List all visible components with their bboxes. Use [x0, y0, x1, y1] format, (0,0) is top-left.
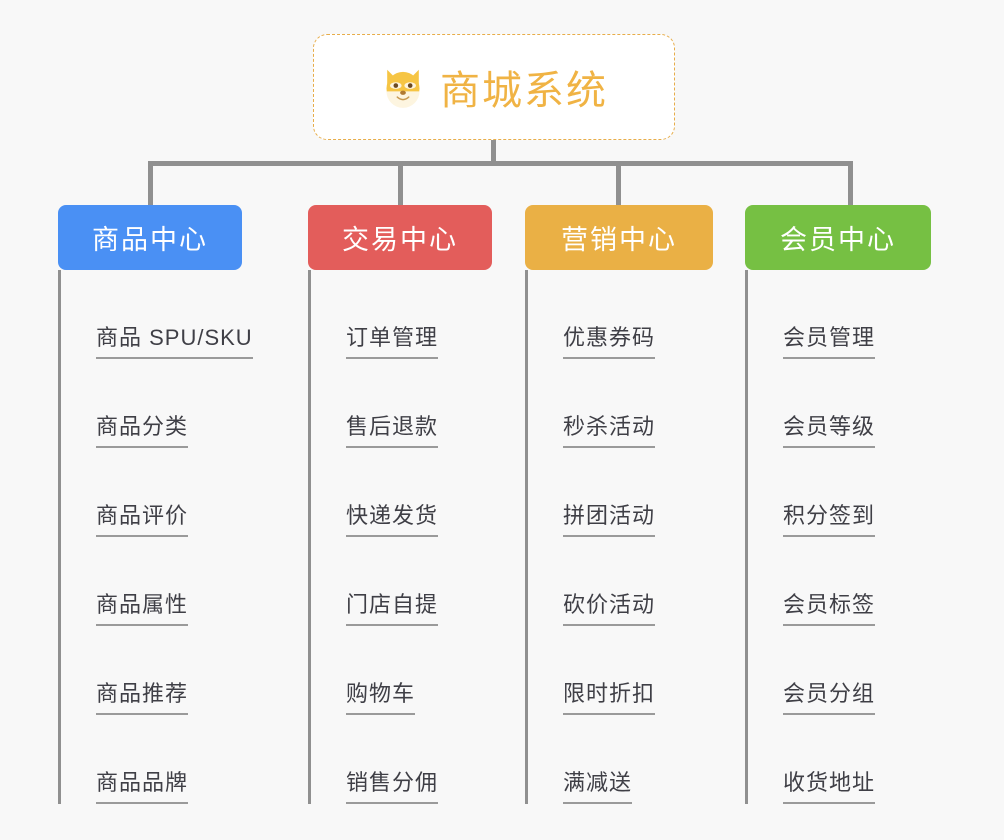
- list-item-label: 优惠券码: [563, 325, 656, 359]
- list-item[interactable]: 商品分类: [58, 359, 242, 448]
- connector-root-stub: [491, 140, 496, 164]
- root-title: 商城系统: [440, 69, 608, 113]
- list-item[interactable]: 快递发货: [308, 448, 492, 537]
- list-item[interactable]: 会员管理: [745, 270, 931, 359]
- list-item[interactable]: 会员分组: [745, 626, 931, 715]
- list-item[interactable]: 拼团活动: [525, 448, 713, 537]
- list-item-label: 快递发货: [346, 503, 439, 537]
- list-item-label: 售后退款: [346, 414, 439, 448]
- category-label: 交易中心: [342, 225, 458, 255]
- list-item-label: 秒杀活动: [563, 414, 656, 448]
- list-item-label: 限时折扣: [563, 681, 656, 715]
- category-header-marketing[interactable]: 营销中心: [525, 205, 713, 270]
- connector-drop-1: [148, 161, 153, 205]
- list-item-label: 门店自提: [346, 592, 439, 626]
- list-item-label: 会员管理: [783, 325, 876, 359]
- list-item[interactable]: 商品品牌: [58, 715, 242, 804]
- list-item[interactable]: 商品属性: [58, 537, 242, 626]
- list-item[interactable]: 商品评价: [58, 448, 242, 537]
- spine-line: [58, 270, 61, 804]
- category-column-trade: 交易中心 订单管理 售后退款 快递发货 门店自提 购物车 销售分佣: [308, 205, 492, 804]
- list-item-label: 会员标签: [783, 592, 876, 626]
- list-item-label: 商品推荐: [96, 681, 189, 715]
- category-header-member[interactable]: 会员中心: [745, 205, 931, 270]
- list-item[interactable]: 会员标签: [745, 537, 931, 626]
- list-item[interactable]: 门店自提: [308, 537, 492, 626]
- list-item[interactable]: 收货地址: [745, 715, 931, 804]
- category-column-member: 会员中心 会员管理 会员等级 积分签到 会员标签 会员分组 收货地址: [745, 205, 931, 804]
- spine-line: [745, 270, 748, 804]
- category-column-product: 商品中心 商品 SPU/SKU 商品分类 商品评价 商品属性 商品推荐 商品品牌: [58, 205, 253, 804]
- leaf-list-product: 商品 SPU/SKU 商品分类 商品评价 商品属性 商品推荐 商品品牌: [58, 270, 253, 804]
- list-item-label: 销售分佣: [346, 770, 439, 804]
- connector-drop-4: [848, 161, 853, 205]
- connector-drop-3: [616, 161, 621, 205]
- list-item-label: 拼团活动: [563, 503, 656, 537]
- category-label: 会员中心: [780, 225, 896, 255]
- list-item[interactable]: 售后退款: [308, 359, 492, 448]
- category-header-product[interactable]: 商品中心: [58, 205, 242, 270]
- list-item[interactable]: 商品 SPU/SKU: [58, 270, 253, 359]
- leaf-list-trade: 订单管理 售后退款 快递发货 门店自提 购物车 销售分佣: [308, 270, 492, 804]
- list-item-label: 砍价活动: [563, 592, 656, 626]
- dog-face-icon: [380, 64, 426, 110]
- leaf-list-marketing: 优惠券码 秒杀活动 拼团活动 砍价活动 限时折扣 满减送: [525, 270, 713, 804]
- category-label: 商品中心: [92, 225, 208, 255]
- list-item-label: 积分签到: [783, 503, 876, 537]
- list-item[interactable]: 满减送: [525, 715, 713, 804]
- list-item[interactable]: 购物车: [308, 626, 492, 715]
- list-item-label: 满减送: [563, 770, 633, 804]
- connector-drop-2: [398, 161, 403, 205]
- spine-line: [308, 270, 311, 804]
- list-item-label: 商品品牌: [96, 770, 189, 804]
- category-column-marketing: 营销中心 优惠券码 秒杀活动 拼团活动 砍价活动 限时折扣 满减送: [525, 205, 713, 804]
- list-item-label: 商品分类: [96, 414, 189, 448]
- list-item[interactable]: 限时折扣: [525, 626, 713, 715]
- list-item[interactable]: 砍价活动: [525, 537, 713, 626]
- list-item-label: 会员等级: [783, 414, 876, 448]
- root-node[interactable]: 商城系统: [313, 34, 675, 140]
- list-item[interactable]: 商品推荐: [58, 626, 242, 715]
- list-item[interactable]: 积分签到: [745, 448, 931, 537]
- list-item-label: 收货地址: [783, 770, 876, 804]
- list-item-label: 购物车: [346, 681, 416, 715]
- list-item[interactable]: 销售分佣: [308, 715, 492, 804]
- list-item-label: 商品属性: [96, 592, 189, 626]
- list-item-label: 商品评价: [96, 503, 189, 537]
- list-item-label: 商品 SPU/SKU: [96, 325, 253, 359]
- connector-horizontal-bar: [148, 161, 853, 166]
- list-item[interactable]: 优惠券码: [525, 270, 713, 359]
- list-item[interactable]: 会员等级: [745, 359, 931, 448]
- leaf-list-member: 会员管理 会员等级 积分签到 会员标签 会员分组 收货地址: [745, 270, 931, 804]
- category-label: 营销中心: [561, 225, 677, 255]
- list-item-label: 会员分组: [783, 681, 876, 715]
- list-item[interactable]: 秒杀活动: [525, 359, 713, 448]
- spine-line: [525, 270, 528, 804]
- category-header-trade[interactable]: 交易中心: [308, 205, 492, 270]
- list-item-label: 订单管理: [346, 325, 439, 359]
- list-item[interactable]: 订单管理: [308, 270, 492, 359]
